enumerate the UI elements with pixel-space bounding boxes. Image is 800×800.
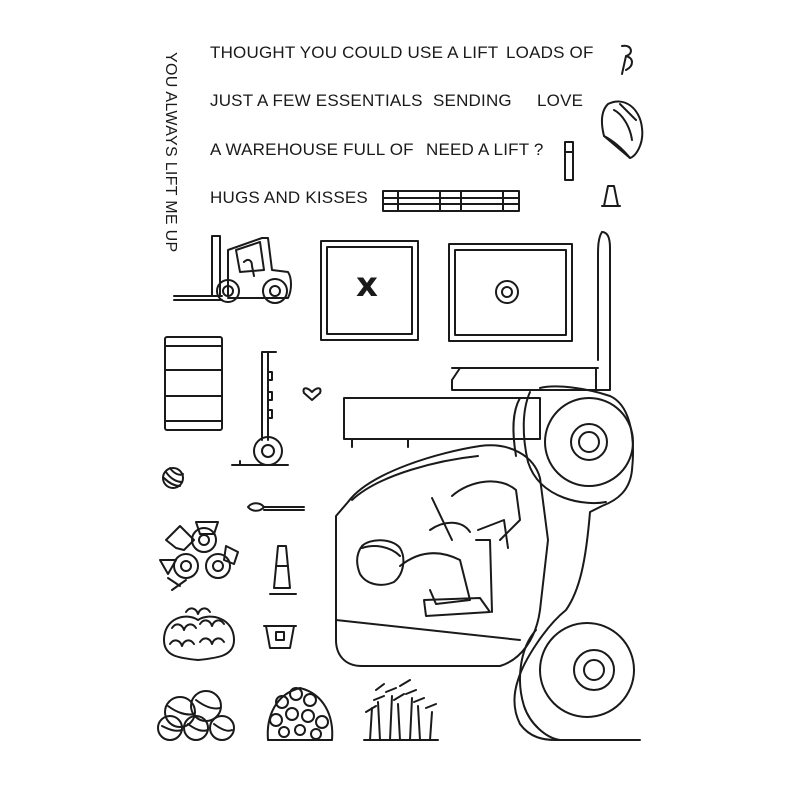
crayons-bunch-icon xyxy=(364,680,438,740)
bucket-icon xyxy=(264,626,296,648)
sentiment-sending: SENDING xyxy=(433,91,512,110)
marker-icon xyxy=(565,142,573,180)
hearts-pile-icon xyxy=(164,608,234,660)
crate-x-letter: x xyxy=(356,265,378,305)
pallet-icon xyxy=(383,191,519,211)
brand-mark-icon xyxy=(622,46,632,74)
hard-hat-icon xyxy=(602,101,642,158)
letters-pile-icon xyxy=(160,522,238,590)
small-forklift-icon xyxy=(174,236,291,303)
sentiment-need-a-lift: NEED A LIFT ? xyxy=(426,140,544,159)
sentiment-use-a-lift: THOUGHT YOU COULD USE A LIFT xyxy=(210,43,499,62)
sentiment-warehouse: A WAREHOUSE FULL OF xyxy=(210,140,414,159)
small-cone-icon xyxy=(602,186,620,206)
barrel-icon xyxy=(165,337,222,430)
paintbrush-icon xyxy=(248,503,304,511)
hand-truck-icon xyxy=(232,352,288,465)
crate-x-icon xyxy=(321,241,418,340)
crate-o-icon xyxy=(449,244,572,341)
large-cone-icon xyxy=(270,546,296,594)
sentiment-essentials: JUST A FEW ESSENTIALS xyxy=(210,91,423,110)
sentiment-hugs-and-kisses: HUGS AND KISSES xyxy=(210,188,368,207)
sentiment-love: LOVE xyxy=(537,91,584,110)
yarn-ball-icon xyxy=(163,468,183,488)
yarn-balls-pile-icon xyxy=(158,691,234,740)
heart-icon xyxy=(303,388,320,400)
tulips-bunch-icon xyxy=(268,688,332,740)
sentiment-loads-of: LOADS OF xyxy=(506,43,594,62)
large-forklift-icon xyxy=(336,232,640,740)
